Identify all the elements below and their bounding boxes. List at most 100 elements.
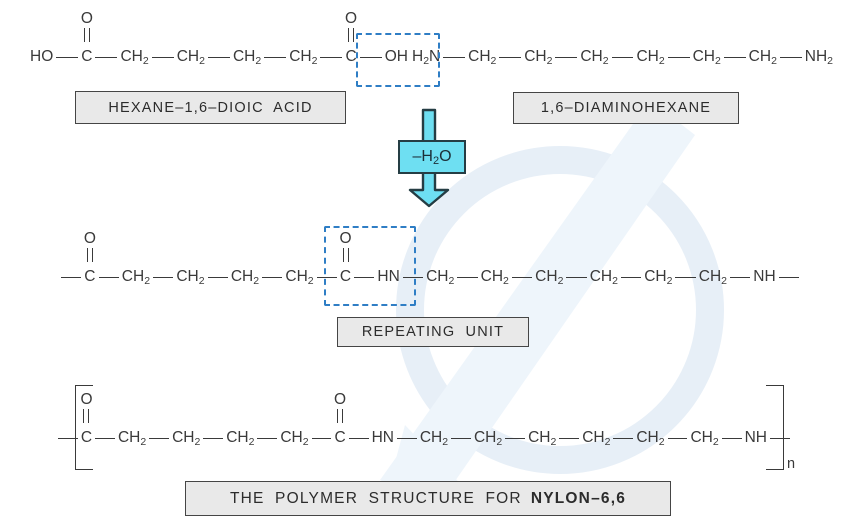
carbon-atom: C (339, 268, 352, 285)
double-bond (83, 409, 90, 423)
single-bond (620, 276, 642, 278)
oxygen-atom: O (345, 10, 358, 27)
atom-group: NH (753, 268, 776, 285)
watermark-ring (396, 146, 724, 474)
polymer-n-subscript: n (787, 456, 796, 472)
oxygen-atom: O (339, 230, 352, 247)
single-bond (359, 56, 382, 58)
polymer-label-normal: THE POLYMER STRUCTURE FOR (229, 489, 522, 507)
polymer-structure-label: THE POLYMER STRUCTURE FOR NYLON–6,6 (185, 481, 671, 516)
carbon-atom: C (81, 48, 93, 65)
oxygen-atom: O (80, 391, 93, 408)
double-bond (348, 28, 355, 42)
double-bond (83, 28, 90, 42)
single-bond (457, 276, 478, 278)
atom-group: OH (384, 48, 408, 65)
single-bond (667, 437, 688, 439)
single-bond (396, 437, 417, 439)
acid-label: HEXANE–1,6–DIOIC ACID (75, 91, 346, 124)
double-bond (342, 248, 349, 262)
single-bond (151, 56, 174, 58)
single-bond (264, 56, 287, 58)
amide-link-highlight-box (324, 226, 416, 306)
single-bond (95, 437, 115, 439)
single-bond (511, 276, 533, 278)
single-bond (98, 276, 119, 278)
single-bond (613, 437, 634, 439)
single-bond (559, 437, 580, 439)
single-bond (723, 56, 746, 58)
atom-group: HO (30, 48, 54, 65)
carbon-atom: C (84, 268, 96, 285)
h2o-label-sub: 2 (432, 154, 440, 167)
polymer-bracket-right (766, 385, 784, 470)
oxygen-atom: O (83, 230, 96, 247)
atom-group: HN (377, 268, 400, 285)
h2o-label-pre: –H (412, 148, 433, 165)
single-bond (730, 276, 751, 278)
single-bond (203, 437, 224, 439)
atom-group: NH (744, 429, 767, 446)
oxygen-atom: O (80, 10, 93, 27)
atom-group: HN (371, 429, 394, 446)
single-bond (402, 276, 424, 278)
single-bond (451, 437, 471, 439)
single-bond (354, 276, 375, 278)
repeating-unit-label: REPEATING UNIT (337, 317, 529, 347)
single-bond (257, 437, 278, 439)
single-bond (320, 56, 343, 58)
h2o-label-post: O (439, 148, 452, 165)
repeating-unit-label-text: REPEATING UNIT (361, 324, 505, 340)
single-bond (153, 276, 174, 278)
amine-label: 1,6–DIAMINOHEXANE (513, 92, 739, 124)
single-bond (149, 437, 170, 439)
acid-label-text: HEXANE–1,6–DIOIC ACID (108, 99, 313, 116)
single-bond (555, 56, 578, 58)
single-bond (207, 56, 230, 58)
single-bond (443, 56, 466, 58)
single-bond (499, 56, 522, 58)
single-bond (778, 276, 799, 278)
carbon-atom: C (80, 429, 93, 446)
single-bond (56, 56, 79, 58)
single-bond (611, 56, 634, 58)
carbon-atom: C (345, 48, 357, 65)
